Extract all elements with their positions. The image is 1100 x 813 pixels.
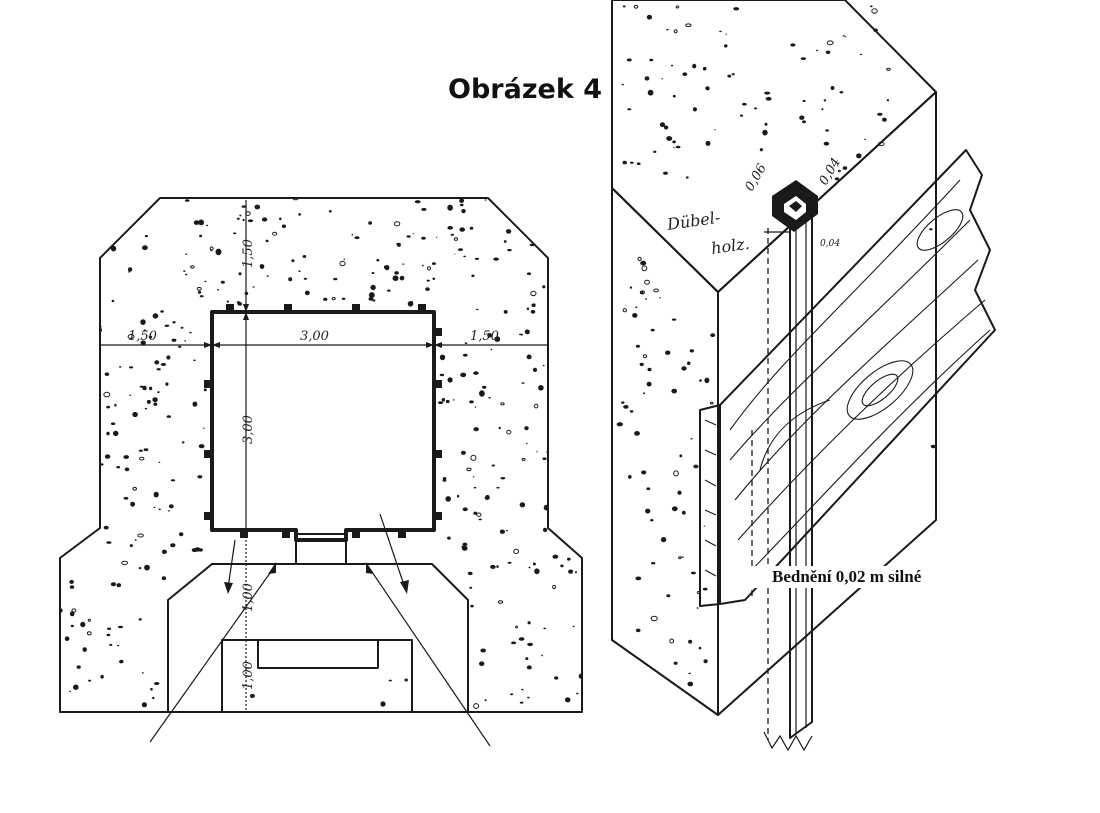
chamber-interior — [214, 314, 432, 528]
dim-bottom: 1,00 — [241, 661, 256, 690]
board-caption: Bednění 0,02 m silné — [772, 567, 922, 586]
dimension-lines — [100, 200, 548, 712]
board-edge — [699, 404, 721, 607]
dubelholz-label-line2: holz. — [710, 234, 751, 258]
dim-a: 0,06 — [742, 161, 769, 194]
board-grain — [704, 179, 991, 581]
fire-lines — [149, 513, 491, 747]
dim-side: 0,04 — [820, 239, 840, 249]
dim-height: 3,00 — [241, 415, 256, 444]
embrasure — [167, 563, 469, 713]
figure-title: Obrázek 4 — [448, 74, 602, 105]
gun-slot — [257, 639, 379, 669]
board-face — [719, 149, 996, 605]
caption-backdrop — [722, 566, 972, 588]
dowel-timber — [789, 211, 813, 739]
plan-section: 1,50 1,50 3,00 1,50 3,00 1,00 1,00 — [59, 197, 583, 747]
dim-lower: 1,00 — [241, 583, 256, 612]
dim-right: 1,50 — [470, 329, 499, 344]
block-right-face — [717, 91, 937, 716]
dowel-marks — [204, 304, 442, 538]
embrasure-texture — [249, 678, 408, 707]
block-top-face — [611, 0, 937, 293]
dim-left: 1,50 — [128, 329, 157, 344]
dowel-detail: 0,06 0,04 0,04 Dübel- holz. Bednění 0,02… — [611, 0, 996, 752]
block-left-face — [611, 187, 719, 716]
dim-top: 1,50 — [241, 239, 256, 268]
block-texture — [616, 4, 936, 687]
dim-center: 3,00 — [300, 329, 329, 344]
dubelholz-label-line1: Dübel- — [665, 208, 721, 234]
